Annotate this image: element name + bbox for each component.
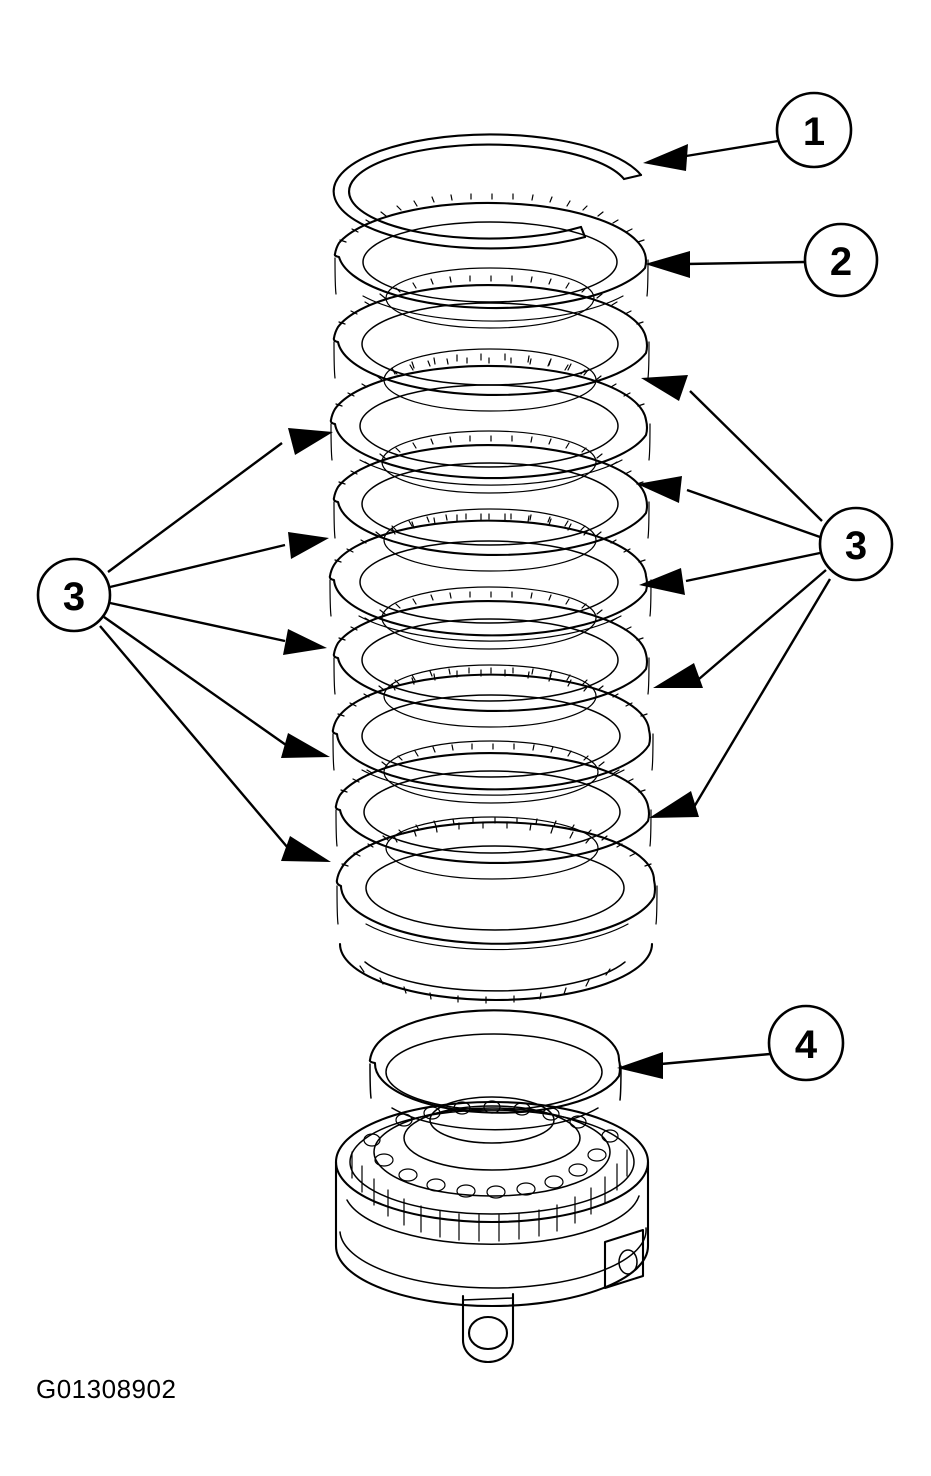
callout-2-label: 2 — [830, 240, 852, 284]
drum-ports — [363, 1100, 619, 1199]
clutch-plate — [331, 667, 654, 804]
callout-3-right-label: 3 — [845, 524, 867, 568]
callout-3-left-label: 3 — [63, 575, 85, 619]
leader-line-4 — [617, 1052, 771, 1079]
callout-4[interactable]: 4 — [767, 1004, 845, 1082]
clutch-plate — [333, 193, 649, 329]
callout-3-right[interactable]: 3 — [818, 506, 894, 582]
callout-2[interactable]: 2 — [803, 222, 879, 298]
clutch-plate — [332, 591, 650, 728]
leader-lines-3-left — [99, 428, 333, 862]
clutch-plate — [332, 435, 650, 572]
clutch-plate — [338, 942, 654, 1004]
drum-splines — [351, 1149, 628, 1242]
part-plate-stack — [328, 193, 658, 1004]
callout-1[interactable]: 1 — [775, 91, 853, 169]
clutch-plate — [328, 513, 652, 650]
clutch-plate — [335, 817, 658, 951]
leader-line-2 — [645, 251, 806, 278]
clutch-plate — [334, 743, 652, 880]
leader-lines-3-right — [637, 375, 832, 818]
figure-id-caption: G01308902 — [36, 1374, 177, 1404]
callout-3-left[interactable]: 3 — [36, 557, 112, 633]
clutch-plate — [332, 275, 650, 412]
part-snap-ring — [332, 133, 643, 250]
leader-line-1 — [643, 139, 779, 171]
callout-4-label: 4 — [795, 1023, 818, 1067]
part-clutch-drum — [334, 1009, 650, 1363]
clutch-plate — [329, 357, 651, 494]
callout-1-label: 1 — [803, 110, 825, 154]
